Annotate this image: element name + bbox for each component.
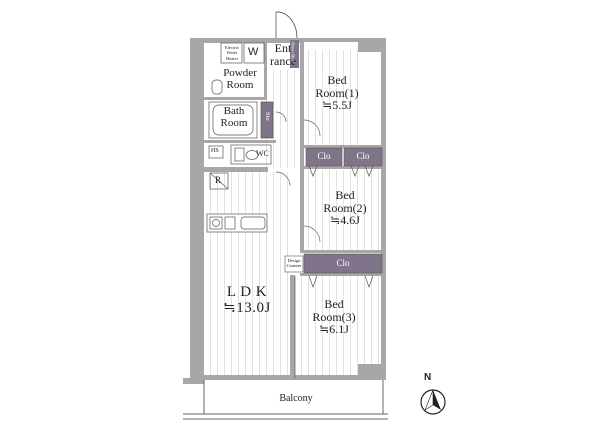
ldk-floor (207, 172, 290, 378)
water-heater-label: Electric Water Heater (222, 45, 242, 61)
ldk-area: ≒13.0J (223, 299, 271, 316)
wc-fixtures (208, 144, 272, 165)
closet3-label: Clo (336, 258, 350, 268)
shoe-box (290, 40, 299, 68)
design-counter-line1: Design (287, 258, 301, 263)
inner-walls (204, 38, 384, 378)
closet2-label: Clo (356, 151, 370, 161)
entrance-line1: Ent (274, 41, 292, 55)
closet1-label: Clo (317, 151, 331, 161)
outer-walls (183, 38, 386, 384)
entrance-label: Ent rance (266, 42, 300, 67)
water-heater-line2: Water (226, 50, 238, 56)
door-swings (275, 111, 321, 243)
powder-line2: Room (226, 78, 254, 91)
hs-label: HS (211, 148, 219, 154)
bed2-label: Bed Room(2) ≒4.6J (318, 189, 372, 227)
bed3-name: Bed (324, 297, 344, 311)
design-counter-label: Design Counter (285, 258, 303, 269)
powder-fixtures (211, 42, 265, 95)
ldk-name: L D K (226, 284, 268, 300)
powder-label: Powder Room (216, 67, 264, 91)
bed2-floor (303, 170, 383, 252)
closet-doors (308, 165, 374, 289)
bed3-label: Bed Room(3) ≒6.1J (306, 298, 362, 336)
compass-icon (420, 389, 446, 415)
refrigerator-label: R (215, 175, 222, 185)
balcony-label: Balcony (279, 393, 313, 404)
bed2-sub: Room(2) (323, 200, 367, 215)
bath-fixtures (208, 101, 274, 139)
design-counter (284, 255, 304, 273)
bed2-name: Bed (335, 188, 355, 202)
closets (303, 147, 383, 274)
design-counter-line2: Counter (286, 263, 302, 269)
entrance-line2: rance (270, 53, 296, 68)
storage-label: Sto (263, 112, 271, 121)
balcony-outline (183, 380, 388, 420)
bed3-area: ≒6.1J (319, 322, 349, 337)
washer-label: W (248, 46, 259, 58)
bed3-sub: Room(3) (312, 309, 356, 324)
ldk-label: L D K ≒13.0J (216, 284, 278, 317)
bath-label: Bath Room (214, 105, 254, 129)
kitchen-fixtures (206, 172, 268, 233)
bed2-area: ≒4.6J (330, 213, 360, 228)
compass-label: N (424, 372, 432, 383)
entrance-door (275, 11, 298, 39)
bed3-floor (296, 276, 383, 378)
bed1-sub: Room(1) (315, 85, 359, 100)
bed1-area: ≒5.5J (322, 98, 352, 113)
wc-label: WC (256, 149, 269, 158)
water-heater-line3: Heater (225, 55, 239, 61)
powder-line1: Powder (223, 67, 257, 79)
water-heater-line1: Electric (224, 45, 240, 50)
bed1-floor (303, 50, 360, 147)
shoe-box-label: Shoes Box (290, 42, 296, 62)
bed1-name: Bed (327, 73, 347, 87)
bed1-label: Bed Room(1) ≒5.5J (314, 74, 360, 112)
bath-line2: Room (220, 116, 248, 129)
bath-line1: Bath (223, 105, 245, 117)
